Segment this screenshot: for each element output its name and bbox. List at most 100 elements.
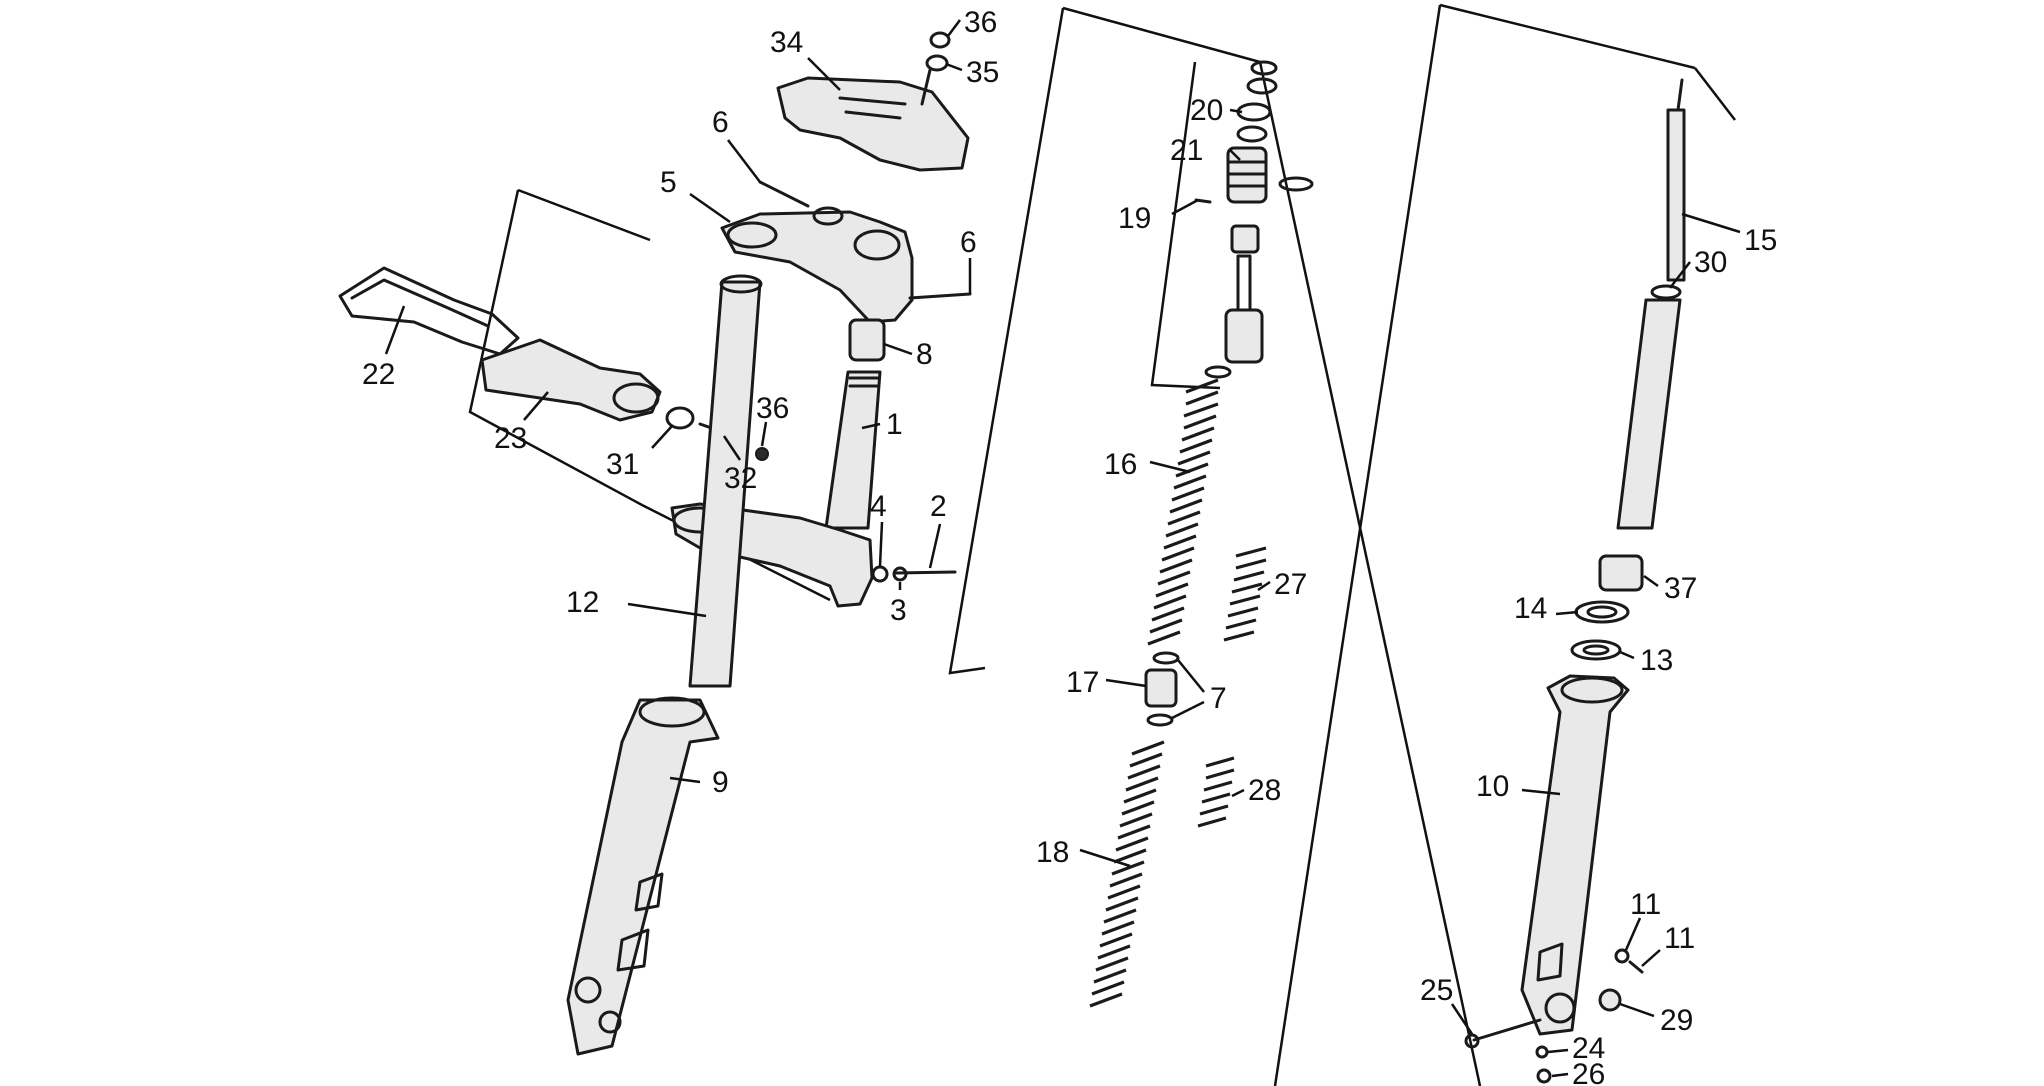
callout-11: 11 [1664,922,1695,955]
frame-left-upper [517,188,651,242]
leader-10 [1521,788,1561,796]
frame-right-right [1694,67,1736,121]
callout-37: 37 [1664,572,1697,605]
leader-28 [1257,580,1271,592]
leader-25 [1547,1048,1569,1054]
leader-23 [384,305,406,355]
leader-8 [883,342,913,356]
damper-body [1224,308,1264,364]
callout-29: 28 [1248,774,1281,807]
callout-2: 2 [930,490,947,523]
leader-13 [627,602,707,618]
part-8-stem-nut [848,318,886,362]
part-4-washer [871,565,889,583]
cartridge-group [1194,60,1314,379]
part-36-nut-lower [755,447,769,461]
right-fork-leg [1464,78,1686,1084]
leader-36a [947,19,961,37]
part-14-clip [1570,639,1622,661]
part-16-damper-tube [1616,298,1682,530]
callout-36b: 36 [756,392,789,425]
cap-washer-2 [1246,77,1278,95]
leader-32 [651,425,673,449]
part-5-bore-left [726,221,778,249]
cap-oring [1278,176,1314,192]
callout-17: 16 [1104,448,1137,481]
part-9-axle-boss [574,976,602,1004]
leader-lines [384,19,1741,1078]
frame-right-top [1439,3,1696,70]
callout-34: 34 [770,26,803,59]
part-10-axle-boss [1544,992,1576,1024]
short-springs [1197,546,1267,828]
callout-31: 30 [1694,246,1727,279]
part-15-seal-inner [1586,605,1618,619]
part-12-washer [1614,948,1630,964]
part-36-nut-top [929,31,951,49]
part-5-upper-triple-clamp [720,210,914,324]
callout-32: 31 [606,448,639,481]
leader-21 [1229,108,1243,114]
callout-25: 24 [1572,1032,1605,1065]
leader-17 [1149,460,1191,474]
leader-36b [760,421,768,447]
damper-washer [1204,365,1232,379]
part-28-spring [1223,546,1267,642]
callout-labels: 34 36 35 6 5 6 8 1 4 2 3 22 23 31 32 36 … [362,6,1777,1086]
leader-7-a [1177,659,1205,693]
part-13-fork-tube [688,280,762,688]
callout-30: 29 [1660,1004,1693,1037]
part-9-axle-boss-lower [598,1010,622,1034]
callout-24: 23 [494,422,527,455]
part-26-bolt-head [1464,1033,1480,1049]
leader-14 [1619,650,1635,660]
part-7-washer-upper [1152,651,1180,665]
part-9-slider-mouth [638,696,706,728]
part-17-upper-spring [1147,378,1219,646]
callout-6b: 6 [960,226,977,259]
leader-37 [1643,574,1659,588]
callout-19: 18 [1036,836,1069,869]
part-29-spring [1197,756,1235,828]
leader-20 [1171,198,1199,216]
left-fork-leg [566,274,763,1056]
spacer-group [1144,651,1180,727]
part-24-ring [612,382,660,414]
spring-19-coil [1089,740,1165,1008]
part-10-slider-mouth [1560,676,1624,704]
callout-5: 5 [660,166,677,199]
part-3-nut [892,566,908,582]
frame-middle-top [1062,6,1261,64]
part-23-frame-bracket [338,266,520,356]
part-34-detail [838,96,907,120]
leader-27 [1551,1072,1569,1078]
callout-8: 8 [916,338,933,371]
part-6-bolt-upper [758,180,810,208]
callout-21: 20 [1190,94,1223,127]
callout-12: 11 [1630,888,1661,921]
damper-rod [1236,254,1252,318]
callout-23: 22 [362,358,395,391]
part-26-bolt [1472,1018,1542,1042]
leader-5 [689,192,731,224]
leader-34 [807,57,841,91]
leader-33 [722,435,742,461]
part-32-clip [665,406,695,430]
callout-3: 3 [890,594,907,627]
part-23-inner [350,278,490,328]
leader-22 [1229,149,1241,161]
leader-18 [1105,678,1147,688]
part-13-tube-top [719,274,763,294]
leader-15 [1555,610,1579,616]
part-16-damper-rod [1666,108,1686,282]
top-bracket-group [670,31,972,608]
callout-1: 1 [886,408,903,441]
leader-26 [1450,1003,1474,1035]
leader-30 [1619,1002,1655,1018]
part-18-spacer [1144,668,1178,708]
part-22-cap-thread [1226,160,1268,188]
leader-1 [861,422,881,430]
callout-35: 35 [966,56,999,89]
frame-middle-bottom [1258,61,1482,1086]
part-19-lower-spring [1089,740,1165,1008]
